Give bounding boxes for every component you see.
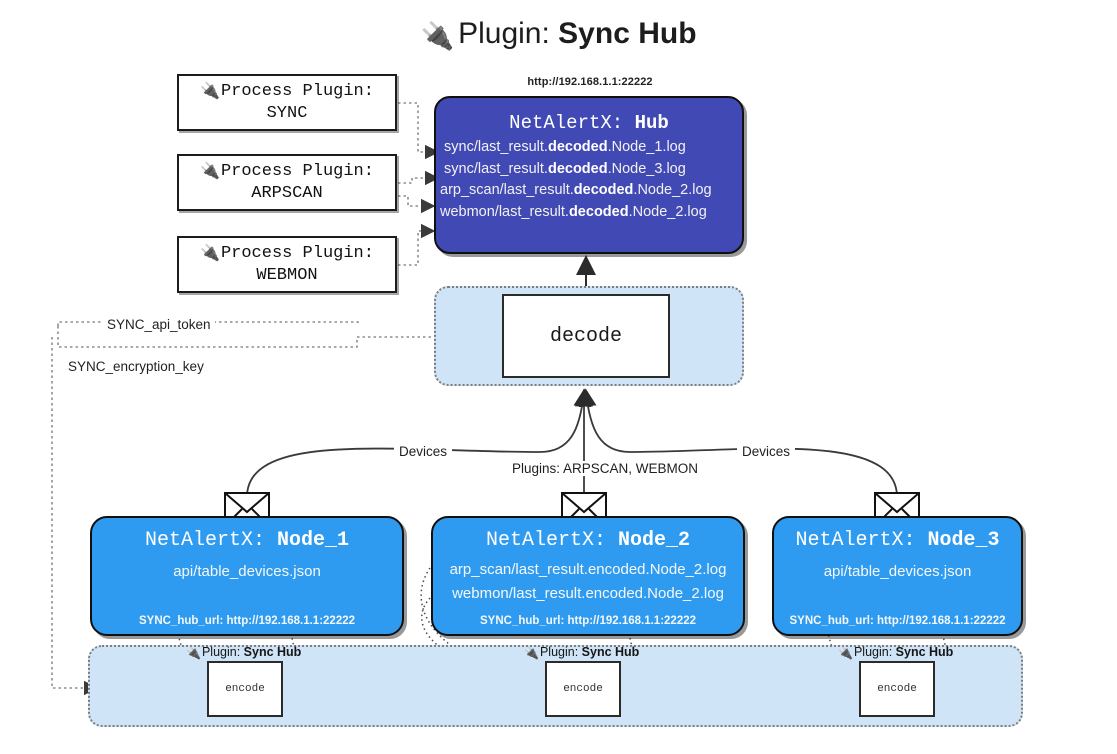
node-hub-url: SYNC_hub_url: http://192.168.1.1:22222 [138,615,356,627]
plug-icon: 🔌 [420,21,455,51]
node-hub-url: SYNC_hub_url: http://192.168.1.1:22222 [479,615,697,627]
page-title: 🔌Plugin: Sync Hub [0,16,1117,52]
encode-plugin-label-3: 🔌Plugin: Sync Hub [838,645,954,660]
process-plugin-box-arpscan[interactable]: 🔌Process Plugin: ARPSCAN [177,154,397,211]
hub-log-line-1: sync/last_result.decoded.Node_1.log [444,139,686,155]
node-data-line: api/table_devices.json [173,563,321,580]
hub-log-line-2: sync/last_result.decoded.Node_3.log [444,160,686,177]
encode-plugin-label-1: 🔌Plugin: Sync Hub [186,645,302,660]
node-data-line: api/table_devices.json [823,563,972,580]
process-plugin-name: WEBMON [256,265,318,285]
encode-box-2[interactable]: encode [545,661,621,717]
page-title-name: Sync Hub [558,17,697,50]
plug-icon: 🔌 [838,646,853,660]
devices-label-left: Devices [394,444,453,459]
process-plugin-name: SYNC [266,103,308,123]
plug-icon: 🔌 [524,646,539,660]
plug-icon: 🔌 [200,160,220,180]
hub-log-line-4: webmon/last_result.decoded.Node_2.log [440,203,707,220]
node-box-node-3[interactable]: NetAlertX: Node_3 api/table_devices.json… [772,516,1023,636]
process-plugin-line1: 🔌Process Plugin: [200,161,374,183]
encode-plugin-label-2: 🔌Plugin: Sync Hub [524,645,640,660]
decode-box[interactable]: decode [502,294,670,378]
node-name-label: Node_1 [277,529,350,552]
process-plugin-box-sync[interactable]: 🔌Process Plugin: SYNC [177,74,397,131]
hub-url-label: http://192.168.1.1:22222 [527,76,653,88]
node-hub-url: SYNC_hub_url: http://192.168.1.1:22222 [789,615,1006,627]
devices-label-right: Devices [737,444,796,459]
node-title: NetAlertX: Node_3 [774,529,1021,552]
node-title: NetAlertX: Node_2 [433,529,743,552]
process-plugin-line1: 🔌Process Plugin: [200,81,374,103]
process-plugin-box-webmon[interactable]: 🔌Process Plugin: WEBMON [177,236,397,293]
process-plugin-name: ARPSCAN [251,183,323,203]
process-plugin-label: Process Plugin: [220,243,374,263]
process-plugin-label: Process Plugin: [220,161,374,181]
hub-name-label: Hub [634,112,669,134]
node-data-line: webmon/last_result.encoded.Node_2.log [452,585,724,602]
plug-icon: 🔌 [200,242,220,262]
hub-app-label: NetAlertX: [509,112,635,134]
process-plugin-line1: 🔌Process Plugin: [200,243,374,265]
node-data-line: arp_scan/last_result.encoded.Node_2.log [449,561,727,578]
hub-node-box[interactable]: NetAlertX: Hub sync/last_result.decoded.… [434,96,744,254]
process-plugin-label: Process Plugin: [220,81,374,101]
node-app-label: NetAlertX: [485,529,618,552]
node-app-label: NetAlertX: [795,529,928,552]
node-box-node-1[interactable]: NetAlertX: Node_1 api/table_devices.json… [90,516,404,636]
encode-box-3[interactable]: encode [859,661,935,717]
node-app-label: NetAlertX: [144,529,277,552]
plug-icon: 🔌 [186,646,201,660]
node-name-label: Node_2 [618,529,691,552]
node-title: NetAlertX: Node_1 [92,529,402,552]
sync-encryption-key-label: SYNC_encryption_key [64,359,208,374]
node-name-label: Node_3 [927,529,1000,552]
encode-box-1[interactable]: encode [207,661,283,717]
page-title-prefix: Plugin: [458,17,559,50]
plug-icon: 🔌 [200,80,220,100]
hub-log-line-3: arp_scan/last_result.decoded.Node_2.log [440,182,712,198]
sync-api-token-label: SYNC_api_token [103,317,215,332]
plugins-label-center: Plugins: ARPSCAN, WEBMON [507,461,704,476]
hub-title: NetAlertX: Hub [436,112,742,134]
node-box-node-2[interactable]: NetAlertX: Node_2 arp_scan/last_result.e… [431,516,745,636]
